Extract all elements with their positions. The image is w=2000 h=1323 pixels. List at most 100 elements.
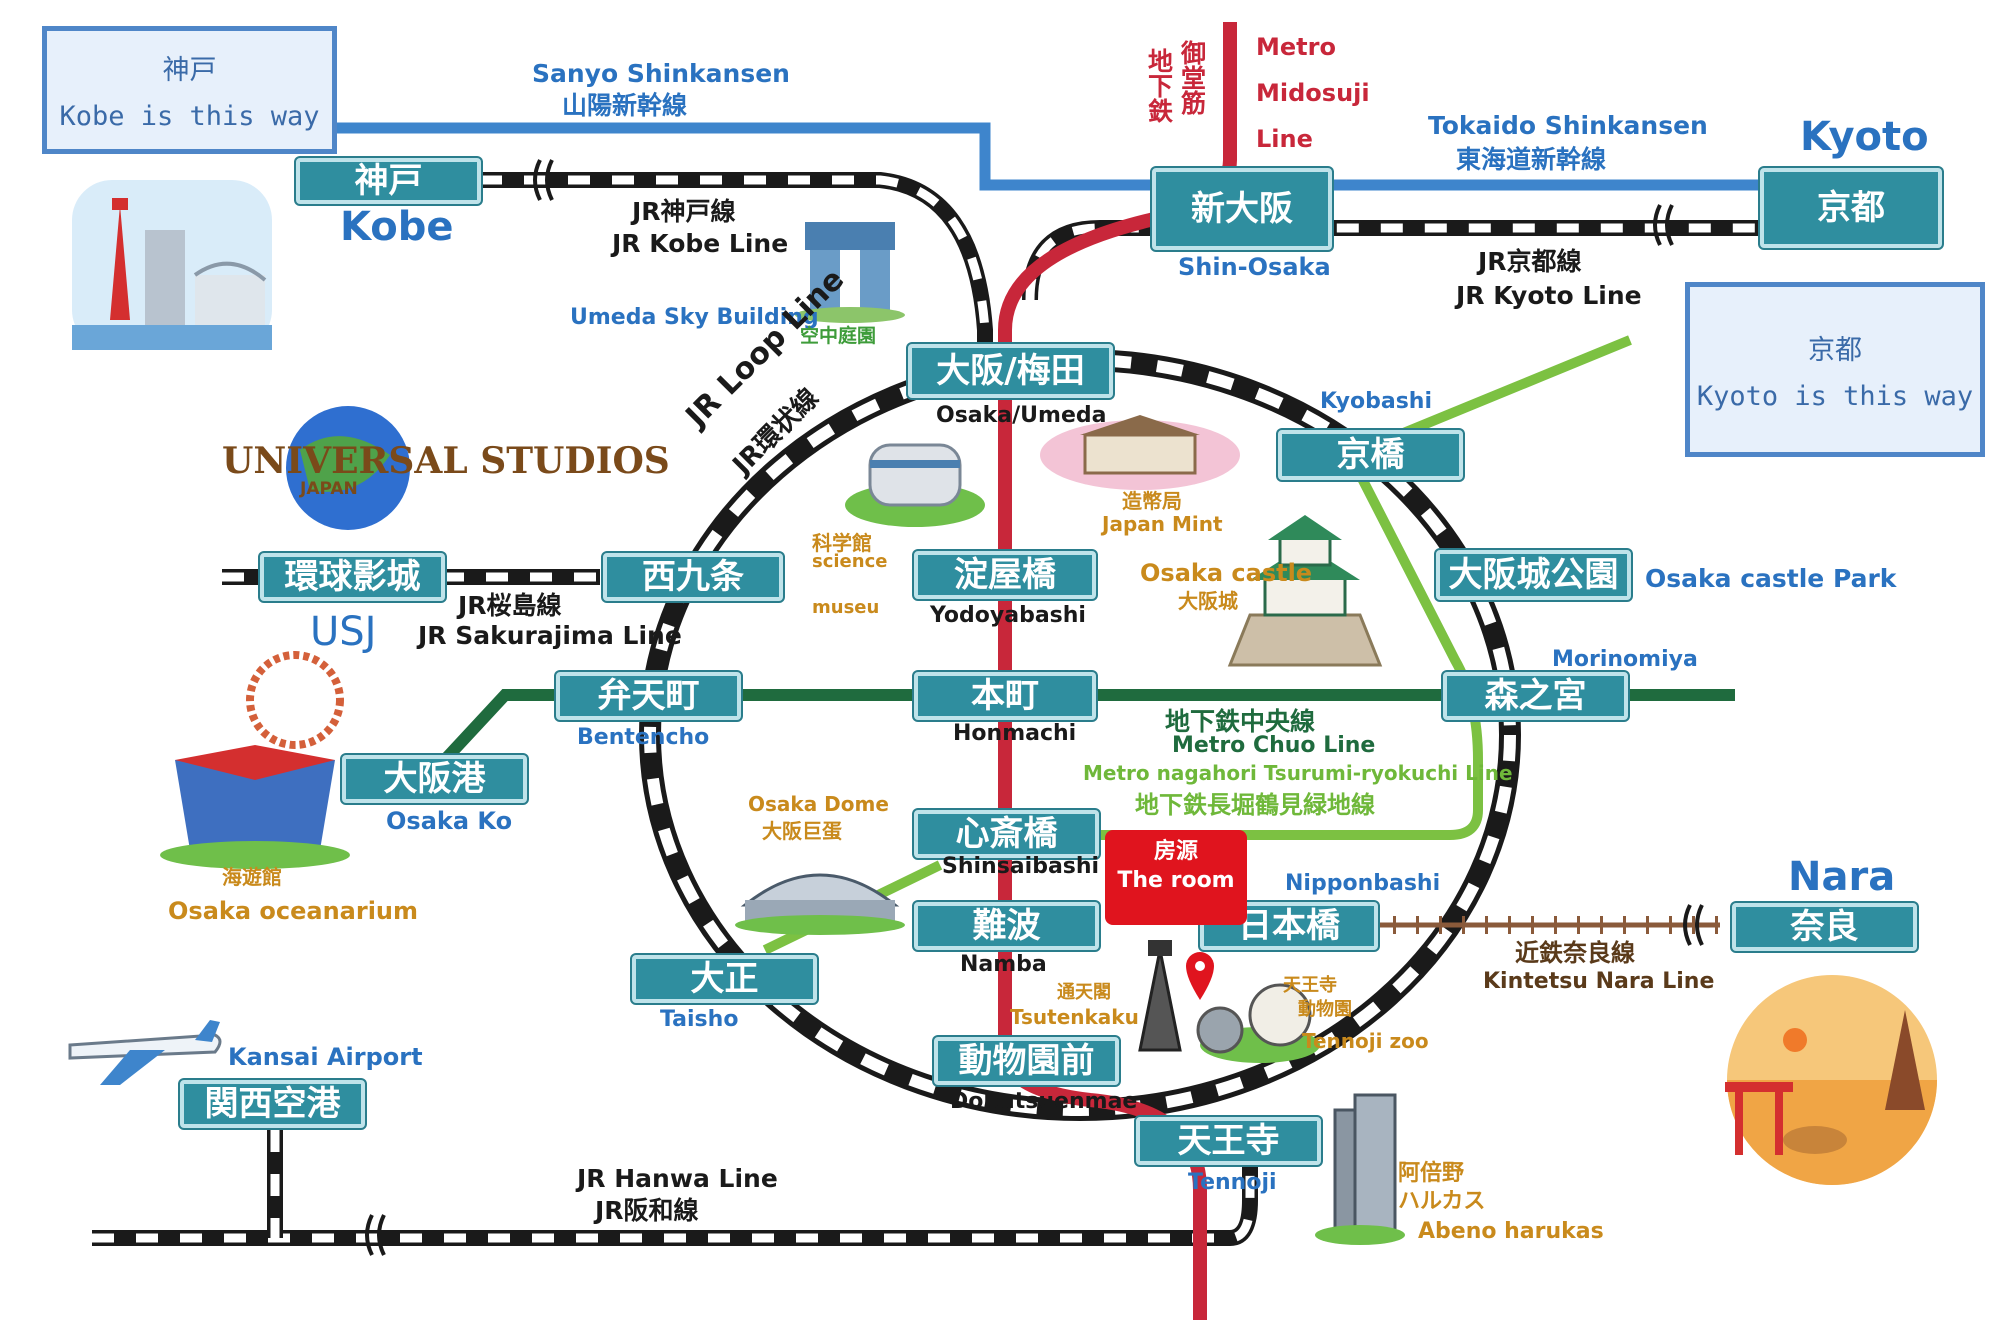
- station-kobe[interactable]: 神戸: [296, 158, 481, 204]
- label-nara-city: Nara: [1788, 854, 1896, 900]
- jr-kyoto-line-dash: [1025, 223, 1760, 301]
- label-sanyo-jp: 山陽新幹線: [562, 91, 688, 120]
- label-sakurajima-en: JR Sakurajima Line: [418, 621, 682, 650]
- label-midosuji-en1: Metro: [1256, 33, 1336, 61]
- label-umeda-sky: Umeda Sky Building: [570, 305, 819, 330]
- label-sanyo-en: Sanyo Shinkansen: [532, 59, 790, 88]
- station-osakako[interactable]: 大阪港: [342, 755, 527, 803]
- room-label-en: The room: [1117, 867, 1235, 893]
- osaka-castle-illustration: [1227, 515, 1383, 667]
- label-usj: USJ: [310, 609, 377, 655]
- station-honmachi[interactable]: 本町: [914, 672, 1096, 720]
- label-abeno-jp2: ハルカス: [1398, 1189, 1486, 1214]
- label-kintetsu-en: Kintetsu Nara Line: [1483, 969, 1715, 994]
- station-kyoto[interactable]: 京都: [1760, 168, 1942, 248]
- label-chuo-jp: 地下鉄中央線: [1165, 707, 1316, 736]
- label-kyobashi-en: Kyobashi: [1320, 389, 1432, 414]
- label-tennoji-zoo-jp1: 天王寺: [1283, 975, 1337, 996]
- label-tokaido-en: Tokaido Shinkansen: [1428, 111, 1708, 140]
- label-kuchu-teien: 空中庭園: [800, 325, 877, 347]
- jr-kyoto-line: [1022, 220, 1760, 301]
- station-nara[interactable]: 奈良: [1732, 903, 1917, 951]
- label-midosuji-jp: 御堂筋: [1177, 40, 1207, 115]
- kobe-sign-jp: 神戸: [162, 55, 217, 86]
- label-shinsaibashi-en: Shinsaibashi: [942, 854, 1100, 879]
- abeno-harukas-illustration: [1315, 1093, 1405, 1245]
- room-location-pin-icon: [1186, 952, 1214, 1000]
- station-nipponbashi[interactable]: 日本橋: [1200, 902, 1378, 950]
- tsutenkaku-illustration: [1138, 940, 1182, 1052]
- jr-kobe-line-dash: [480, 175, 990, 360]
- label-japan-mint-jp: 造幣局: [1122, 489, 1182, 513]
- label-shin-osaka-en: Shin-Osaka: [1178, 253, 1331, 281]
- label-morinomiya-en: Morinomiya: [1552, 647, 1698, 672]
- label-abeno-en: Abeno harukas: [1418, 1219, 1604, 1244]
- tennoji-zoo-illustration: [1196, 983, 1320, 1063]
- label-japan-mint-en: Japan Mint: [1102, 512, 1223, 536]
- usj-globe-illustration: [286, 406, 410, 530]
- station-usj[interactable]: 環球影城: [260, 553, 445, 601]
- label-umeda-en: Osaka/Umeda: [936, 403, 1107, 428]
- station-osaka-umeda[interactable]: 大阪/梅田: [908, 344, 1113, 398]
- label-castle-park-en: Osaka castle Park: [1645, 564, 1897, 593]
- kobe-sign-en: Kobe is this way: [59, 101, 320, 132]
- label-kyoto-city: Kyoto: [1800, 114, 1929, 160]
- japan-mint-illustration: [1040, 415, 1240, 490]
- label-oceanarium-en: Osaka oceanarium: [168, 897, 419, 925]
- station-tennoji[interactable]: 天王寺: [1136, 1117, 1321, 1165]
- label-midosuji-en2: Midosuji: [1256, 79, 1370, 107]
- label-science-jp: 科学館: [812, 531, 872, 555]
- kobe-port-illustration: [72, 180, 272, 350]
- label-tokaido-jp: 東海道新幹線: [1456, 145, 1607, 174]
- label-bentencho-en: Bentencho: [577, 725, 710, 750]
- osaka-dome-illustration: [735, 873, 905, 935]
- station-morinomiya[interactable]: 森之宮: [1443, 672, 1628, 720]
- umeda-sky-building-illustration: [795, 222, 905, 323]
- label-museum-en: museu: [812, 597, 880, 618]
- room-label-jp: 房源: [1153, 839, 1198, 864]
- station-taisho[interactable]: 大正: [632, 955, 817, 1003]
- label-kansai-airport-en: Kansai Airport: [228, 1043, 423, 1071]
- label-osaka-castle-jp: 大阪城: [1178, 589, 1238, 613]
- label-osaka-dome-jp: 大阪巨蛋: [762, 819, 842, 843]
- station-osakajo-koen[interactable]: 大阪城公園: [1436, 550, 1631, 600]
- label-honmachi-en: Honmachi: [953, 721, 1077, 746]
- label-abeno-jp1: 阿倍野: [1398, 1161, 1465, 1186]
- kyoto-sign-en: Kyoto is this way: [1696, 380, 1974, 412]
- label-nagahori-en: Metro nagahori Tsurumi-ryokuchi Line: [1083, 761, 1513, 785]
- label-kobe-city: Kobe: [340, 204, 454, 250]
- label-japan-word: JAPAN: [300, 479, 358, 499]
- label-jr-kyoto-jp: JR京都線: [1478, 247, 1582, 276]
- label-tsutenkaku-en: Tsutenkaku: [1010, 1005, 1139, 1029]
- station-dobutsuenmae[interactable]: 動物園前: [934, 1037, 1119, 1085]
- label-science-en: science: [812, 551, 888, 572]
- label-dobutsuenmae-en: Dobutsuenmae: [950, 1089, 1138, 1114]
- station-kansai-airport[interactable]: 関西空港: [180, 1080, 365, 1128]
- label-osakako-en: Osaka Ko: [386, 807, 513, 835]
- room-marker[interactable]: 房源 The room: [1105, 830, 1247, 925]
- label-sakurajima-jp: JR桜島線: [458, 591, 562, 620]
- label-jr-kobe-jp: JR神戸線: [632, 197, 736, 226]
- oceanarium-illustration: [160, 651, 350, 869]
- label-nagahori-jp: 地下鉄長堀鶴見緑地線: [1135, 791, 1375, 819]
- station-shin-osaka[interactable]: 新大阪: [1152, 168, 1332, 250]
- label-jr-kyoto-en: JR Kyoto Line: [1456, 281, 1642, 310]
- jr-hanwa-line-dash: [92, 1150, 1255, 1243]
- label-namba-en: Namba: [960, 952, 1047, 977]
- shinkansen-line: [330, 122, 1760, 191]
- station-bentencho[interactable]: 弁天町: [556, 672, 741, 720]
- label-tennoji-zoo-jp2: 動物園: [1298, 999, 1352, 1020]
- airplane-illustration: [68, 1020, 222, 1085]
- station-namba[interactable]: 難波: [914, 902, 1099, 950]
- chuo-line: [435, 689, 1735, 770]
- label-taisho-en: Taisho: [660, 1007, 739, 1032]
- jr-loop-line-dash: [644, 354, 1516, 1116]
- label-kaiyukan-jp: 海遊館: [222, 865, 282, 889]
- label-osaka-castle-en: Osaka castle: [1140, 559, 1313, 587]
- station-kyobashi[interactable]: 京橋: [1278, 430, 1463, 480]
- label-osaka-dome-en: Osaka Dome: [748, 792, 889, 816]
- station-yodoyabashi[interactable]: 淀屋橋: [914, 551, 1096, 599]
- station-shinsaibashi[interactable]: 心斎橋: [914, 810, 1099, 858]
- station-nishikujo[interactable]: 西九条: [603, 553, 783, 601]
- label-chikatetsu-jp: 地下鉄: [1144, 48, 1174, 123]
